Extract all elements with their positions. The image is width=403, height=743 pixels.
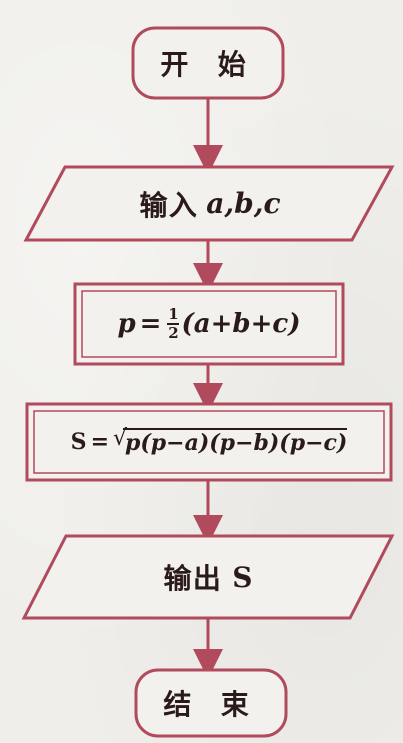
end-terminal: [134, 668, 288, 738]
end-label: 结 束: [136, 670, 286, 736]
process-p-fraction: 1 2: [167, 305, 180, 342]
output-parallelogram: [21, 534, 395, 620]
process-s-op: =: [90, 429, 109, 455]
input-label-cjk: 输入: [139, 188, 199, 222]
process-p-rhs: (a+b+c): [181, 309, 301, 339]
process-s-radicand: p(p−a)(p−b)(p−c): [125, 430, 348, 456]
process-s-inner-border: [33, 410, 385, 474]
input-label: 输入 a,b,c: [40, 167, 380, 240]
start-label: 开 始: [133, 28, 283, 98]
output-label-var: S: [232, 560, 253, 594]
process-p-frac-num: 1: [168, 305, 179, 323]
process-p-lhs: p: [117, 309, 136, 339]
start-label-text: 开 始: [160, 48, 256, 81]
process-s-lhs: S: [70, 429, 87, 455]
process-p-box: [73, 282, 345, 366]
input-parallelogram: [23, 165, 395, 242]
input-label-vars: a,b,c: [206, 187, 281, 220]
process-s-sqrt: p(p−a)(p−b)(p−c): [113, 426, 348, 456]
process-p-label: p = 1 2 (a+b+c): [82, 291, 336, 357]
process-s-label: S = p(p−a)(p−b)(p−c): [34, 411, 384, 473]
process-p-inner-border: [81, 290, 337, 358]
output-label-cjk: 输出: [163, 562, 223, 595]
process-p-frac-den: 2: [168, 324, 179, 342]
end-label-text: 结 束: [163, 688, 259, 721]
process-p-op: =: [139, 309, 162, 339]
output-label: 输出 S: [40, 536, 376, 618]
process-p-frac-bar: [167, 323, 180, 325]
